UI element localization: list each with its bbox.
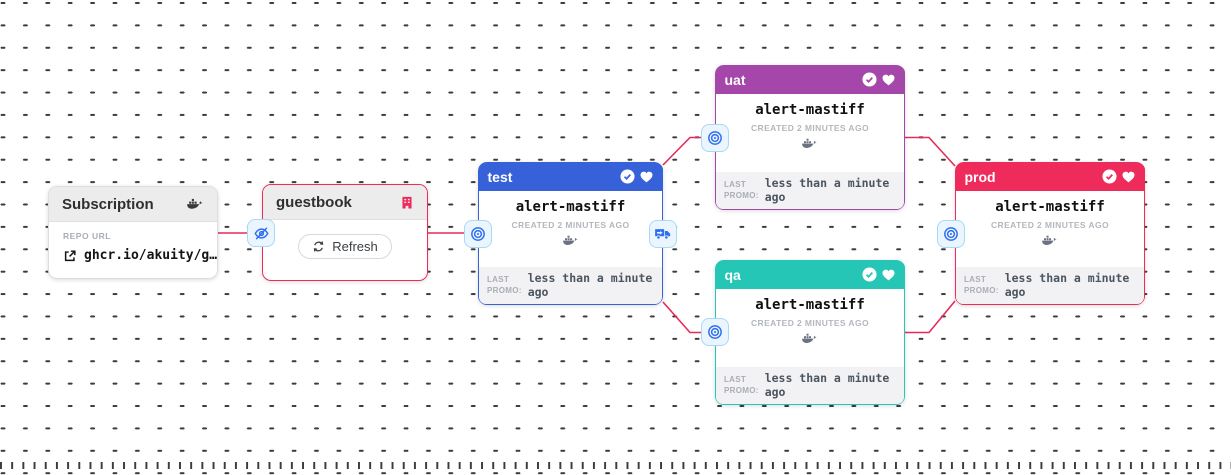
last-promo-label: LAST PROMO: [487, 275, 522, 295]
last-promotion-bar: LAST PROMO: less than a minute ago [956, 267, 1144, 304]
stage-title: qa [724, 266, 741, 283]
bullseye-target-icon[interactable] [701, 124, 729, 152]
subscription-header: Subscription [49, 187, 217, 222]
last-promo-value: less than a minute ago [764, 175, 890, 204]
subscription-node[interactable]: Subscription REPO URL ghcr.io/akuity/g… [48, 186, 218, 279]
stage-node-test[interactable]: test alert-mastiff CREATED 2 MINUTES AGO… [478, 162, 663, 305]
freight-name: alert-mastiff [515, 199, 626, 215]
stage-header: uat [715, 65, 905, 94]
warehouse-node-guestbook[interactable]: guestbook Refresh [262, 184, 428, 281]
last-promo-label: LAST PROMO: [724, 180, 759, 200]
last-promo-value: less than a minute ago [527, 270, 653, 299]
warehouse-title: guestbook [276, 193, 352, 211]
last-promo-label: LAST PROMO: [964, 275, 999, 295]
freight-created: CREATED 2 MINUTES AGO [751, 318, 869, 328]
stage-header: qa [715, 260, 905, 289]
truck-icon[interactable] [649, 220, 677, 248]
docker-whale-icon [716, 137, 904, 155]
stage-header: test [478, 162, 663, 191]
freight-name: alert-mastiff [995, 199, 1105, 215]
freight-created: CREATED 2 MINUTES AGO [991, 220, 1109, 230]
last-promotion-bar: LAST PROMO: less than a minute ago [716, 172, 904, 209]
repo-url-link[interactable]: ghcr.io/akuity/g… [63, 248, 217, 263]
last-promotion-bar: LAST PROMO: less than a minute ago [716, 367, 904, 404]
docker-whale-icon [956, 234, 1144, 252]
stage-header: prod [955, 162, 1145, 191]
check-circle-icon [861, 72, 877, 87]
freight-name: alert-mastiff [755, 102, 865, 118]
repo-url-text: ghcr.io/akuity/g… [84, 248, 218, 263]
refresh-label: Refresh [332, 238, 378, 254]
heart-icon[interactable] [881, 267, 896, 282]
check-circle-icon [619, 169, 635, 184]
canvas-bottom-ticks [0, 462, 1231, 469]
repo-url-label: REPO URL [63, 231, 111, 241]
freight-name: alert-mastiff [755, 297, 865, 313]
last-promo-label: LAST PROMO: [724, 375, 759, 395]
building-icon [400, 195, 414, 210]
last-promotion-bar: LAST PROMO: less than a minute ago [479, 267, 662, 304]
heart-icon[interactable] [639, 169, 654, 184]
stage-title: uat [724, 71, 746, 88]
external-link-icon [63, 249, 77, 263]
bullseye-target-icon[interactable] [937, 220, 965, 248]
last-promo-value: less than a minute ago [764, 370, 890, 399]
freight-created: CREATED 2 MINUTES AGO [511, 220, 630, 230]
stage-title: prod [964, 168, 996, 185]
docker-whale-icon [716, 332, 904, 350]
freight-created: CREATED 2 MINUTES AGO [751, 123, 869, 133]
stage-title: test [487, 168, 513, 185]
bullseye-target-icon[interactable] [701, 318, 729, 346]
refresh-button[interactable]: Refresh [298, 233, 392, 259]
last-promo-value: less than a minute ago [1004, 270, 1130, 299]
check-circle-icon [861, 267, 877, 282]
subscription-title: Subscription [62, 195, 154, 213]
docker-whale-icon [479, 234, 662, 252]
refresh-icon [312, 240, 325, 253]
bullseye-target-icon[interactable] [464, 220, 492, 248]
heart-icon[interactable] [1121, 169, 1136, 184]
eye-slash-icon[interactable] [247, 219, 275, 247]
stage-node-qa[interactable]: qa alert-mastiff CREATED 2 MINUTES AGO L… [715, 260, 905, 405]
docker-whale-icon [187, 197, 204, 211]
heart-icon[interactable] [881, 72, 896, 87]
stage-node-uat[interactable]: uat alert-mastiff CREATED 2 MINUTES AGO … [715, 65, 905, 210]
stage-node-prod[interactable]: prod alert-mastiff CREATED 2 MINUTES AGO… [955, 162, 1145, 305]
check-circle-icon [1101, 169, 1117, 184]
warehouse-header: guestbook [263, 185, 427, 220]
